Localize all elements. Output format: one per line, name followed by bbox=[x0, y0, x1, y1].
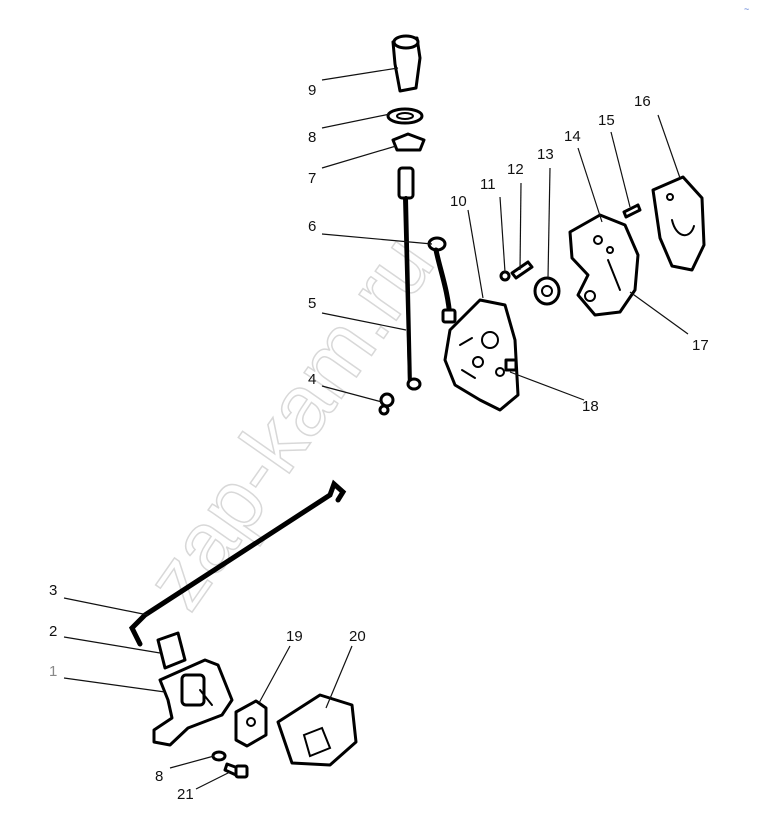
part-20-handle-cover bbox=[276, 693, 358, 767]
part-8-washer-top bbox=[386, 107, 424, 125]
callout-12: 12 bbox=[507, 161, 524, 178]
part-9-cap bbox=[391, 34, 422, 93]
callout-4: 4 bbox=[308, 371, 316, 388]
part-12-screw bbox=[510, 260, 534, 280]
watermark: zap-kam.ru bbox=[127, 218, 452, 625]
corner-mark: ~ bbox=[744, 4, 749, 14]
callout-10: 10 bbox=[450, 193, 467, 210]
callout-3: 3 bbox=[49, 582, 57, 599]
callout-7: 7 bbox=[308, 170, 316, 187]
callout-8-bottom: 8 bbox=[155, 768, 163, 785]
part-8-washer-bottom bbox=[211, 750, 227, 762]
part-11-ring bbox=[499, 270, 511, 282]
part-16-cover-plate bbox=[651, 175, 706, 272]
leader-lines bbox=[63, 67, 689, 790]
part-13-bushing bbox=[533, 276, 561, 306]
callout-21: 21 bbox=[177, 786, 194, 803]
part-7-clip bbox=[391, 132, 426, 152]
callout-17: 17 bbox=[692, 337, 709, 354]
part-19-clip-plate bbox=[234, 699, 268, 748]
callout-6: 6 bbox=[308, 218, 316, 235]
callout-5: 5 bbox=[308, 295, 316, 312]
part-4-clip bbox=[378, 392, 395, 416]
callout-19: 19 bbox=[286, 628, 303, 645]
callout-8-top: 8 bbox=[308, 129, 316, 146]
part-1-handle bbox=[152, 658, 234, 747]
part-18-lock-mechanism bbox=[443, 298, 520, 412]
callout-13: 13 bbox=[537, 146, 554, 163]
callout-18: 18 bbox=[582, 398, 599, 415]
callout-1: 1 bbox=[49, 663, 57, 680]
part-21-bolt bbox=[223, 762, 249, 779]
part-14-latch-housing bbox=[568, 213, 640, 317]
part-3-link-rod bbox=[128, 479, 347, 647]
callout-20: 20 bbox=[349, 628, 366, 645]
callout-9: 9 bbox=[308, 82, 316, 99]
callout-14: 14 bbox=[564, 128, 581, 145]
callout-11: 11 bbox=[480, 176, 496, 193]
callout-labels: 9 8 7 6 5 4 10 11 12 13 14 15 16 17 18 3… bbox=[49, 82, 709, 803]
part-15-screw bbox=[622, 203, 642, 219]
part-5-rod bbox=[397, 166, 422, 391]
callout-16: 16 bbox=[634, 93, 651, 110]
part-2-bracket bbox=[156, 631, 187, 670]
callout-2: 2 bbox=[49, 623, 57, 640]
callout-15: 15 bbox=[598, 112, 615, 129]
